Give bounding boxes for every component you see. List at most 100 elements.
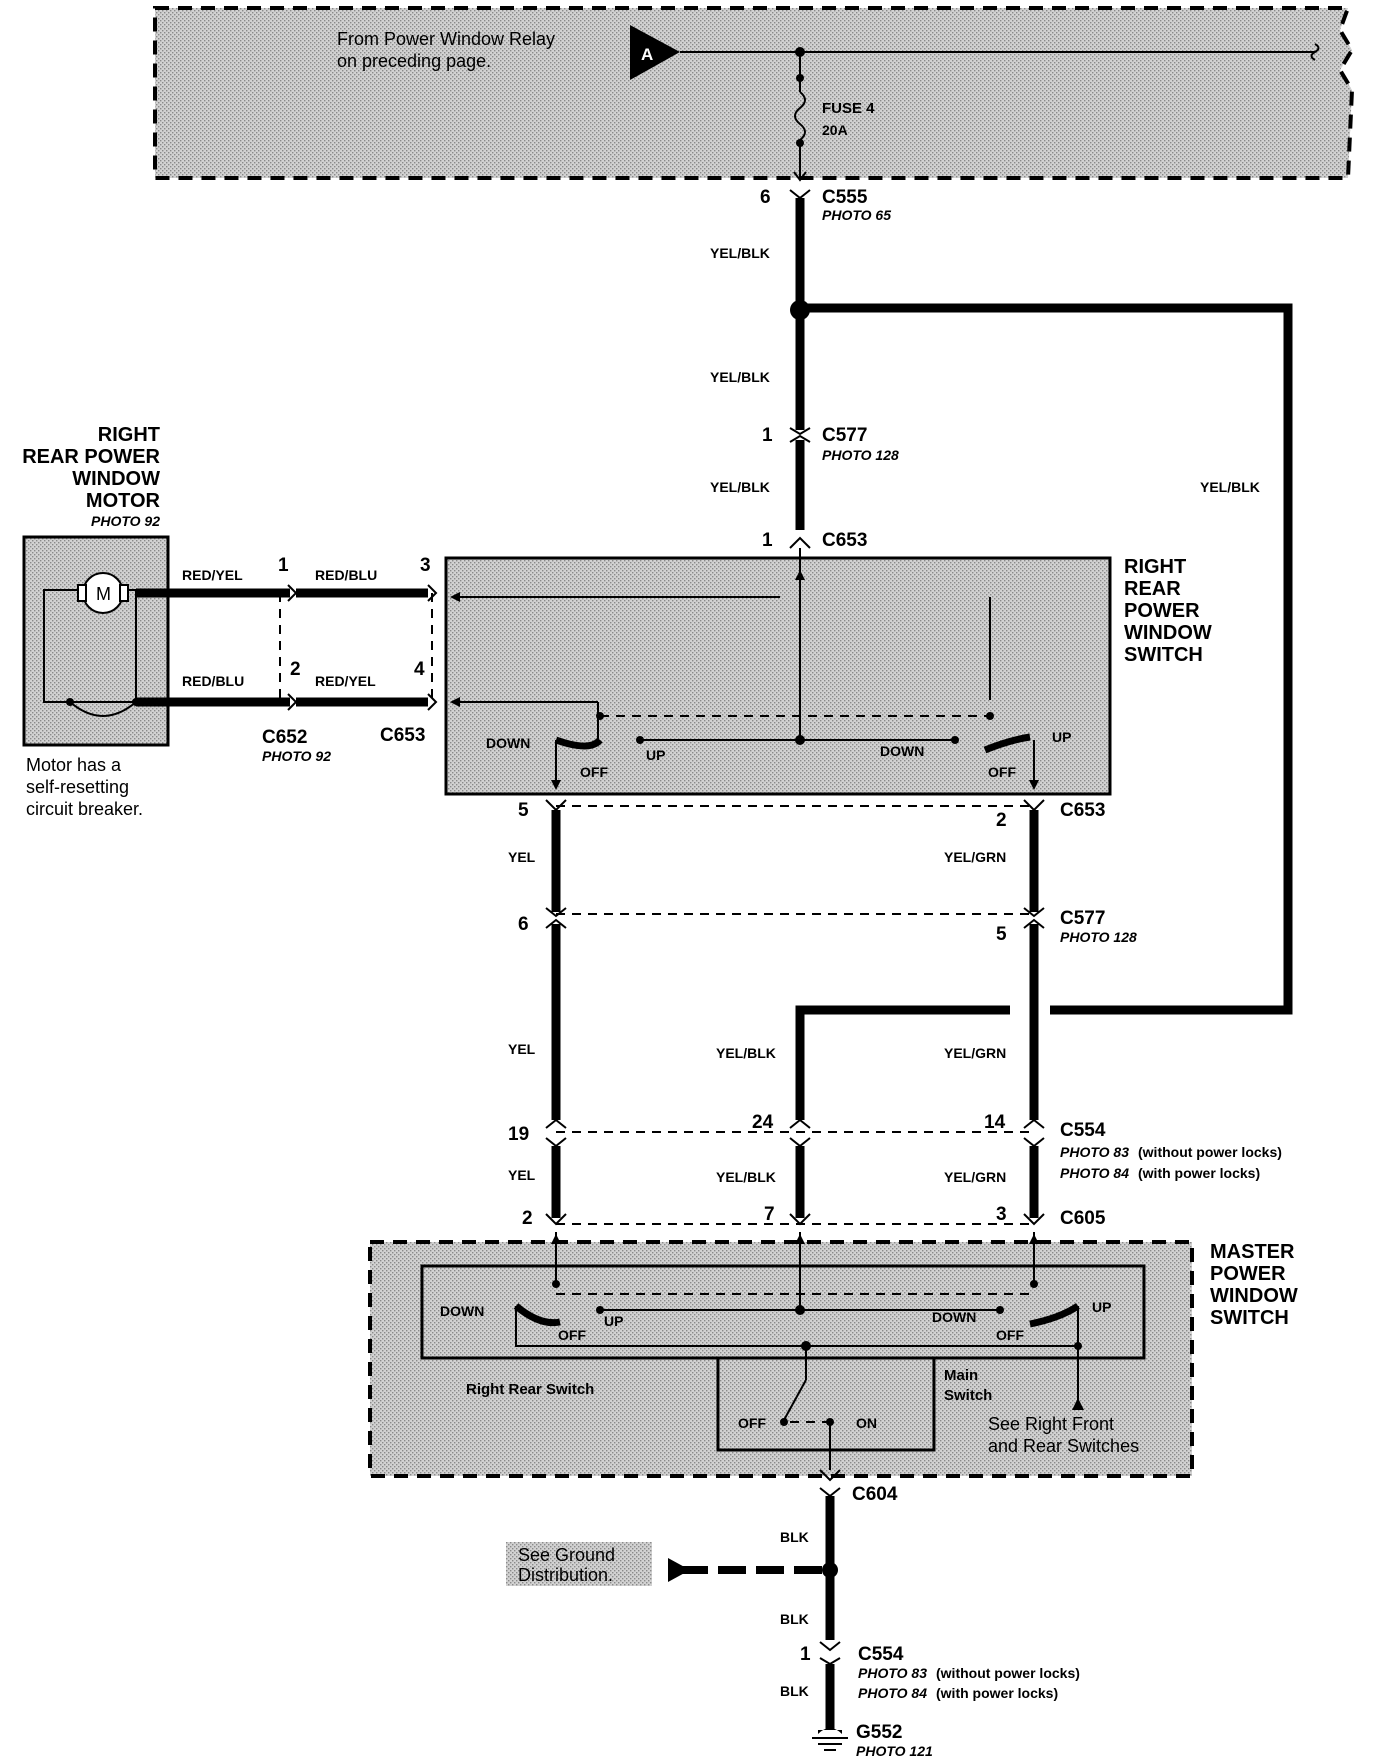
wire-yel-blk-right-branch [800,303,1293,1015]
svg-text:(with power locks): (with power locks) [936,1685,1058,1701]
connector-c555: 6 C555 PHOTO 65 [760,171,891,223]
svg-text:(without power locks): (without power locks) [936,1665,1080,1681]
relay-triangle-icon [630,25,680,80]
svg-text:circuit breaker.: circuit breaker. [26,799,143,819]
svg-text:WINDOW: WINDOW [1124,622,1212,644]
svg-text:2: 2 [996,810,1007,831]
svg-text:C653: C653 [822,530,867,551]
connector-c605: 2 7 3 C605 [522,1204,1106,1229]
svg-text:OFF: OFF [738,1415,766,1431]
svg-text:YEL/BLK: YEL/BLK [710,479,770,495]
svg-text:(without power locks): (without power locks) [1138,1144,1282,1160]
svg-text:RED/YEL: RED/YEL [182,567,243,583]
svg-text:SWITCH: SWITCH [1210,1307,1289,1329]
connector-c577-top: 1 C577 PHOTO 128 [762,425,899,463]
svg-text:and Rear Switches: and Rear Switches [988,1436,1139,1456]
svg-text:YEL/BLK: YEL/BLK [716,1169,776,1185]
svg-text:YEL/BLK: YEL/BLK [716,1045,776,1061]
svg-text:M: M [96,584,111,604]
svg-text:PHOTO 84: PHOTO 84 [858,1685,927,1701]
svg-text:See Ground: See Ground [518,1545,615,1565]
svg-text:C653: C653 [1060,800,1105,821]
svg-text:(with power locks): (with power locks) [1138,1165,1260,1181]
svg-text:1: 1 [800,1644,811,1665]
svg-text:PHOTO 65: PHOTO 65 [822,207,891,223]
relay-fuse-box: From Power Window Relay on preceding pag… [153,6,1355,180]
svg-text:PHOTO 128: PHOTO 128 [822,447,899,463]
svg-text:14: 14 [984,1112,1006,1133]
svg-text:Motor has a: Motor has a [26,755,122,775]
circuit-breaker-icon [69,701,137,717]
svg-text:YEL: YEL [508,849,536,865]
svg-text:RIGHT: RIGHT [1124,556,1186,578]
svg-text:C577: C577 [1060,908,1105,929]
svg-text:PHOTO 83: PHOTO 83 [1060,1144,1129,1160]
right-rear-window-switch: RIGHT REAR POWER WINDOW SWITCH DOWN OFF … [444,548,1212,796]
svg-text:DOWN: DOWN [440,1303,484,1319]
svg-text:PHOTO 84: PHOTO 84 [1060,1165,1129,1181]
svg-text:YEL/GRN: YEL/GRN [944,849,1006,865]
svg-text:4: 4 [414,659,425,680]
relay-from-line2: on preceding page. [337,51,491,71]
svg-text:DOWN: DOWN [486,735,530,751]
svg-text:PHOTO 121: PHOTO 121 [856,1743,933,1759]
svg-text:WINDOW: WINDOW [1210,1285,1298,1307]
svg-text:2: 2 [290,659,301,680]
svg-text:POWER: POWER [1210,1263,1286,1285]
svg-text:See Right Front: See Right Front [988,1414,1114,1434]
connector-c577-bottom: 6 5 C577 PHOTO 128 [518,907,1137,945]
svg-text:24: 24 [752,1112,774,1133]
svg-text:6: 6 [518,914,529,935]
svg-text:BLK: BLK [780,1683,809,1699]
svg-text:C652: C652 [262,727,307,748]
connector-c554-bottom: 1 C554 PHOTO 83 (without power locks) PH… [800,1641,1080,1701]
svg-text:self-resetting: self-resetting [26,777,129,797]
svg-text:YEL: YEL [508,1167,536,1183]
connector-c653-left: 3 4 C653 [380,555,438,746]
svg-text:UP: UP [1052,729,1071,745]
connector-c653-top: 1 C653 [762,530,867,551]
relay-tag: A [641,45,653,64]
svg-text:OFF: OFF [996,1327,1024,1343]
wire-label: YEL/BLK [710,245,770,261]
svg-text:1: 1 [762,530,773,551]
master-power-window-switch: MASTER POWER WINDOW SWITCH DOWN OFF UP D… [368,1232,1298,1478]
svg-text:RIGHT: RIGHT [98,424,160,446]
svg-text:C653: C653 [380,725,425,746]
svg-text:DOWN: DOWN [880,743,924,759]
svg-text:OFF: OFF [558,1327,586,1343]
svg-text:Distribution.: Distribution. [518,1565,613,1585]
ground-distribution-note: See Ground Distribution. [506,1542,652,1586]
svg-text:PHOTO 92: PHOTO 92 [91,513,160,529]
svg-text:C554: C554 [1060,1120,1106,1141]
svg-text:POWER: POWER [1124,600,1200,622]
svg-text:5: 5 [518,800,529,821]
svg-text:C577: C577 [822,425,867,446]
svg-text:WINDOW: WINDOW [72,468,160,490]
fuse-rating: 20A [822,122,848,138]
svg-text:C554: C554 [858,1644,904,1665]
svg-text:MASTER: MASTER [1210,1241,1295,1263]
ground-ref-triangle-icon [668,1558,690,1582]
svg-text:PHOTO 92: PHOTO 92 [262,748,331,764]
relay-from-line1: From Power Window Relay [337,29,555,49]
svg-text:Right Rear Switch: Right Rear Switch [466,1381,594,1398]
svg-text:6: 6 [760,187,771,208]
svg-text:UP: UP [604,1313,623,1329]
svg-text:2: 2 [522,1208,533,1229]
svg-text:BLK: BLK [780,1529,809,1545]
wire-break-icon [1310,43,1320,61]
svg-text:1: 1 [762,425,773,446]
svg-text:MOTOR: MOTOR [86,490,161,512]
connector-c554: 19 24 14 C554 PHOTO 83 (without power lo… [508,1112,1282,1181]
right-rear-window-motor: RIGHT REAR POWER WINDOW MOTOR PHOTO 92 M… [22,424,170,819]
svg-text:YEL: YEL [508,1041,536,1057]
svg-text:C555: C555 [822,187,868,208]
svg-text:G552: G552 [856,1722,902,1743]
svg-text:RED/YEL: RED/YEL [315,673,376,689]
svg-text:YEL/BLK: YEL/BLK [1200,479,1260,495]
svg-text:19: 19 [508,1124,529,1145]
svg-text:YEL/GRN: YEL/GRN [944,1169,1006,1185]
svg-text:Main: Main [944,1367,978,1384]
